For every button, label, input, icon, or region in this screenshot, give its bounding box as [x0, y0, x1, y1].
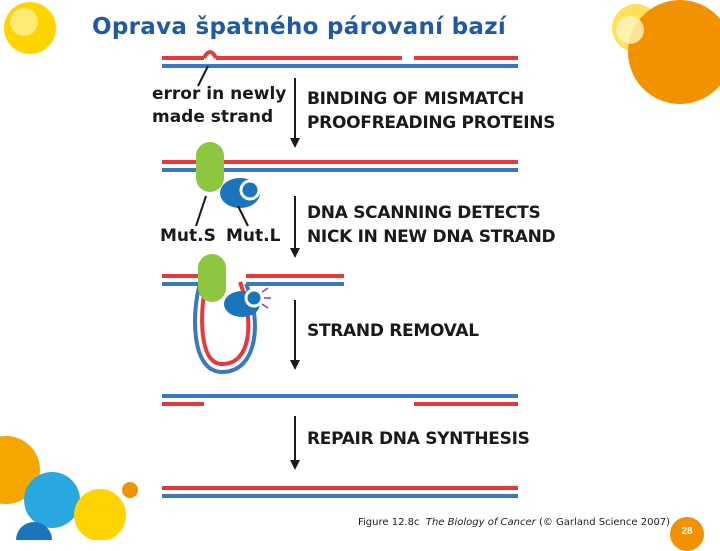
error-label-line1: error in newly	[152, 84, 287, 104]
dna-stage-loop	[162, 254, 344, 375]
arrow-step-2	[290, 196, 300, 258]
arrow-step-3	[290, 300, 300, 370]
caption-figure: Figure 12.8c	[358, 517, 420, 528]
muts-pointer	[195, 195, 207, 227]
bubble-blue-bottom-left	[16, 522, 52, 540]
error-pointer	[197, 65, 209, 87]
step-1-line1: BINDING OF MISMATCH	[307, 89, 524, 109]
caption-book: The Biology of Cancer	[425, 517, 536, 528]
bubble-small-orange-bottom	[122, 482, 138, 498]
mutl-pointer	[237, 205, 249, 227]
arrow-step-4	[290, 416, 300, 470]
arrow-step-1	[290, 78, 300, 148]
muts-label: Mut.S	[160, 226, 216, 246]
error-label-line2: made strand	[152, 107, 274, 127]
loop-template	[193, 283, 257, 375]
dna-stage-bound	[162, 142, 518, 227]
bubble-white-top-left	[10, 8, 38, 36]
step-3-line1: STRAND REMOVAL	[307, 321, 479, 341]
step-1-line2: PROOFREADING PROTEINS	[307, 113, 556, 133]
step-2-line1: DNA SCANNING DETECTS	[307, 203, 541, 223]
mutl-label: Mut.L	[226, 226, 281, 246]
dna-stage-repaired	[162, 486, 518, 498]
bubble-orange-top-right	[628, 0, 720, 104]
mutl-head	[239, 179, 261, 201]
bubble-cyan-bottom-left	[24, 472, 80, 528]
muts-protein	[196, 142, 224, 192]
muts-protein	[198, 254, 226, 302]
dna-stage-error	[162, 50, 518, 87]
caption-credit: (© Garland Science 2007)	[538, 517, 671, 528]
mutl-head	[244, 288, 264, 308]
page-number: 28	[670, 517, 704, 551]
bubble-yellow-bottom-left	[74, 489, 126, 540]
figure-caption: Figure 12.8c The Biology of Cancer (© Ga…	[358, 517, 670, 528]
loop-new	[200, 281, 251, 367]
bubble-pale-top-right	[616, 16, 644, 44]
step-2-line2: NICK IN NEW DNA STRAND	[307, 227, 556, 247]
mismatch-bulge	[202, 50, 218, 59]
nick-signal-icon	[261, 287, 271, 309]
dna-stage-gap	[162, 394, 518, 406]
slide-title: Oprava špatného párovaní bazí	[92, 14, 507, 40]
step-4-line1: REPAIR DNA SYNTHESIS	[307, 429, 530, 449]
